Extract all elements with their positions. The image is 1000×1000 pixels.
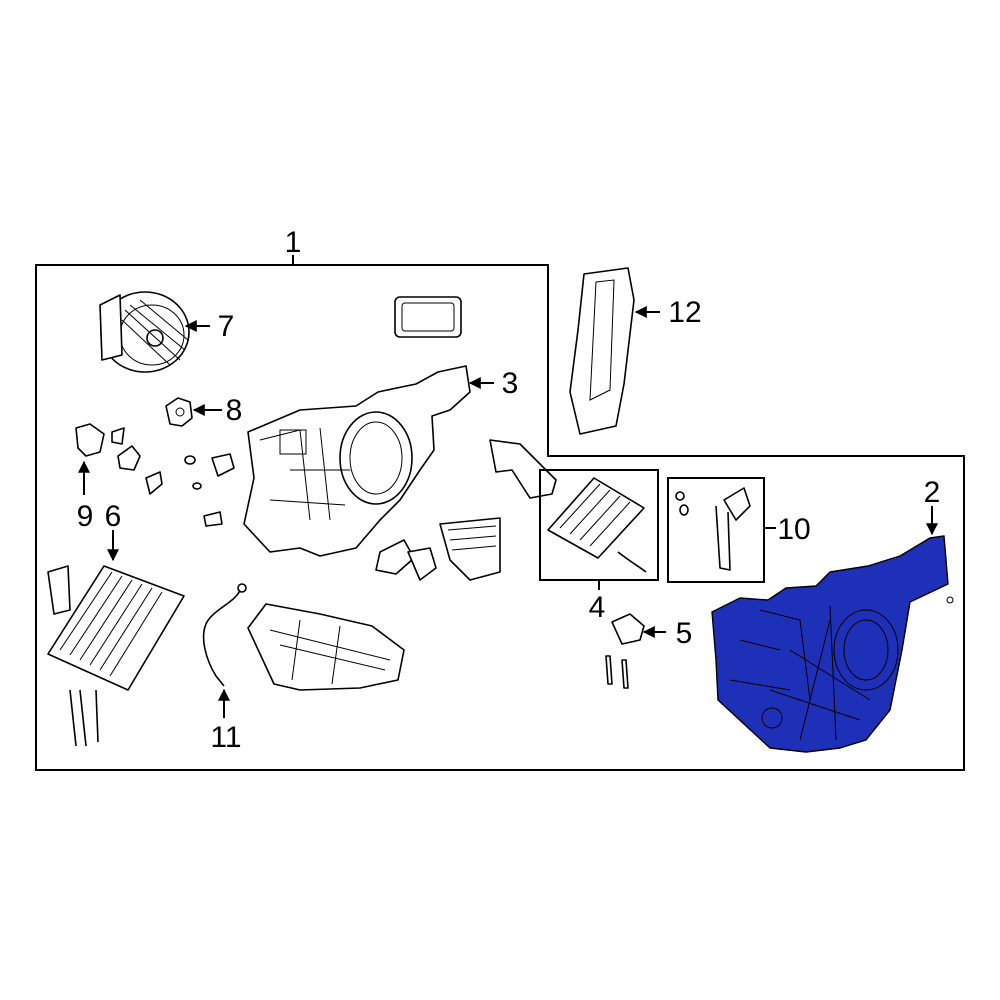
filter-gasket (394, 296, 462, 338)
callout-12: 12 (668, 296, 701, 329)
lower-case (247, 603, 405, 691)
callout-7: 7 (218, 310, 235, 343)
blower-motor (99, 291, 190, 373)
evaporator (547, 477, 647, 573)
drain-hose (202, 583, 247, 687)
case-fasteners (375, 517, 501, 581)
blower-case-highlighted (711, 535, 954, 753)
hvac-case-half (243, 365, 471, 557)
callout-5: 5 (676, 617, 693, 650)
callout-2: 2 (924, 476, 941, 509)
assembly-frame (35, 264, 965, 771)
callout-8: 8 (226, 394, 243, 427)
air-duct (569, 267, 635, 435)
connector (611, 613, 645, 645)
valve-box (667, 477, 765, 583)
callout-11: 11 (210, 721, 241, 754)
heater-core (47, 565, 185, 747)
callout-3: 3 (502, 367, 519, 400)
sensor (75, 423, 125, 457)
callout-6: 6 (105, 500, 122, 533)
callout-4: 4 (589, 591, 606, 624)
callout-9: 9 (77, 500, 94, 533)
actuator-small (165, 397, 193, 427)
expansion-valve (675, 487, 751, 571)
misc-small-parts (117, 445, 235, 527)
callout-1: 1 (285, 226, 302, 259)
screws (605, 655, 629, 689)
callout-10: 10 (777, 513, 810, 546)
